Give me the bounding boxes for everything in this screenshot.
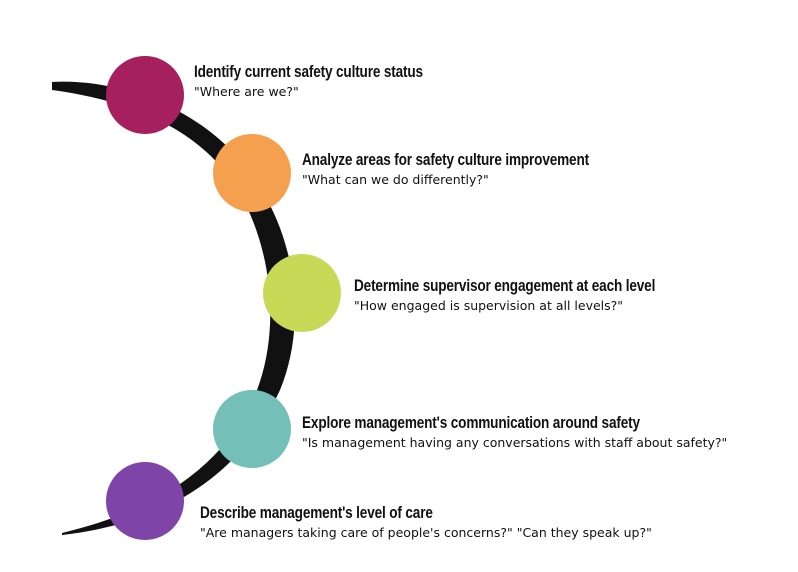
step-1-title: Identify current safety culture status	[194, 62, 423, 81]
step-4: Explore management's communication aroun…	[302, 413, 727, 452]
step-circle-3	[263, 254, 341, 332]
step-3-question: "How engaged is supervision at all level…	[354, 298, 624, 313]
step-5: Describe management's level of care "Are…	[200, 503, 652, 542]
step-2: Analyze areas for safety culture improve…	[302, 150, 661, 189]
step-5-title: Describe management's level of care	[200, 503, 433, 522]
step-circle-5	[106, 462, 184, 540]
step-circle-1	[106, 56, 184, 134]
step-1-question: "Where are we?"	[194, 84, 299, 99]
step-5-question: "Are managers taking care of people's co…	[200, 525, 652, 540]
step-2-title: Analyze areas for safety culture improve…	[302, 150, 589, 169]
step-4-title: Explore management's communication aroun…	[302, 413, 640, 432]
step-2-question: "What can we do differently?"	[302, 172, 489, 187]
step-3: Determine supervisor engagement at each …	[354, 276, 731, 315]
step-1: Identify current safety culture status "…	[194, 62, 480, 101]
step-circle-2	[213, 134, 291, 212]
step-circle-4	[213, 390, 291, 468]
step-4-question: "Is management having any conversations …	[302, 435, 728, 450]
step-3-title: Determine supervisor engagement at each …	[354, 276, 656, 295]
